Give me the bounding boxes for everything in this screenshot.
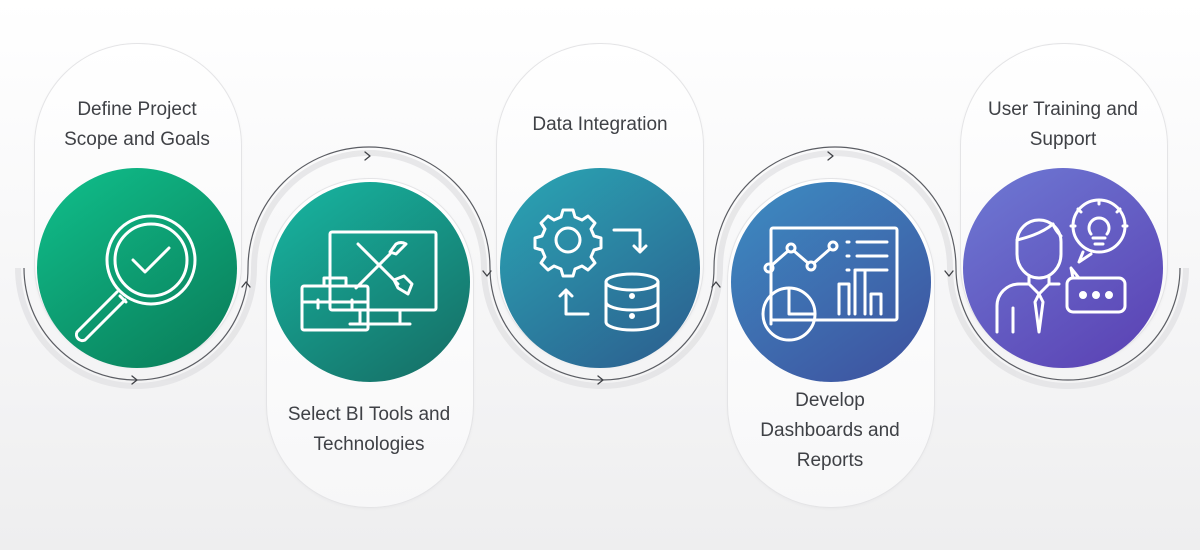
connector-arc-4 <box>713 146 957 269</box>
arrow-marker <box>597 375 604 385</box>
arrow-marker <box>131 375 138 385</box>
connector-arc-2 <box>247 146 491 269</box>
magnifier-check-icon <box>74 214 197 343</box>
gear-database-sync-icon <box>533 208 660 332</box>
dashboard-charts-icon <box>761 226 899 342</box>
arrow-marker <box>364 151 371 161</box>
step-label-5: User Training and Support <box>988 99 1138 150</box>
step-label-1: Define Project Scope and Goals <box>64 99 210 150</box>
step-circle-5 <box>963 168 1163 368</box>
arrow-marker <box>944 270 954 277</box>
arrow-marker <box>482 270 492 277</box>
step-label-2: Select BI Tools and Technologies <box>287 404 451 455</box>
step-label-4: Develop Dashboards and Reports <box>760 390 900 471</box>
arrow-marker <box>711 281 721 288</box>
arrow-marker <box>241 281 251 288</box>
step-circle-1 <box>37 168 237 368</box>
user-support-icon <box>995 198 1129 334</box>
step-circle-3 <box>500 168 700 368</box>
arrow-marker <box>827 151 834 161</box>
step-label-3: Data Integration <box>532 114 668 135</box>
connector-arc-5 <box>955 267 1181 381</box>
toolbox-monitor-icon <box>300 230 438 332</box>
